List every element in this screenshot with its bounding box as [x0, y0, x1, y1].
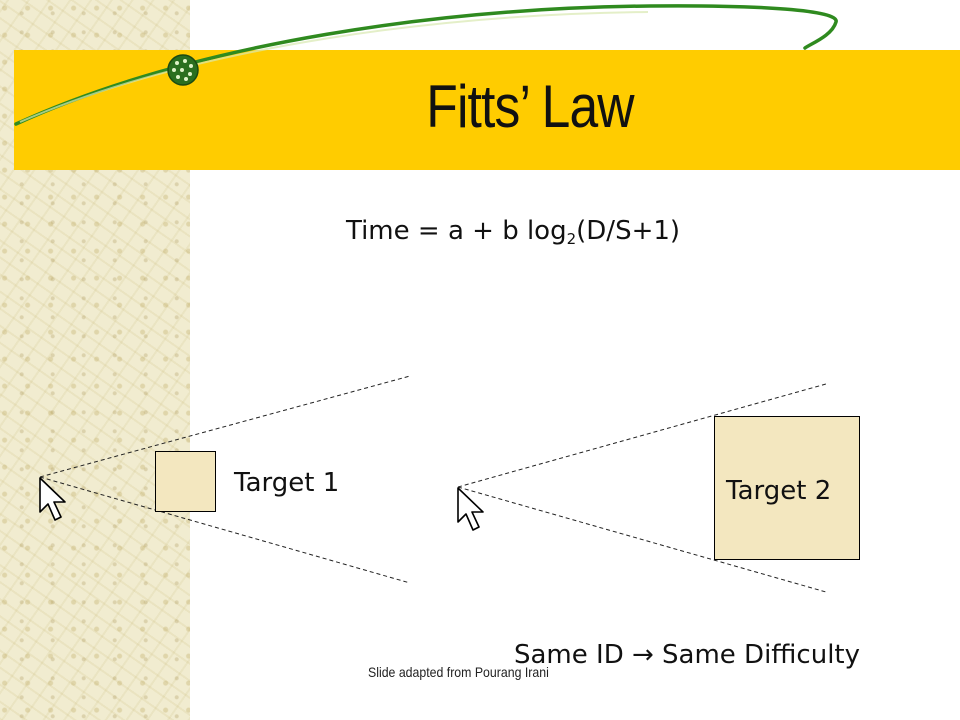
green-dotted-orb-icon: [167, 54, 199, 86]
approach-line-top-2: [457, 383, 827, 488]
target-1-box: [155, 451, 216, 512]
slide-credit: Slide adapted from Pourang Irani: [368, 664, 549, 680]
approach-line-bottom-2: [457, 486, 827, 593]
pointer-cursor-icon: [39, 477, 66, 521]
approach-line-bottom-1: [39, 476, 411, 584]
equation-suffix: (D/S+1): [576, 216, 681, 246]
swoosh-shadow: [19, 11, 649, 123]
slide-title: Fitts’ Law: [426, 73, 634, 140]
pointer-cursor-icon: [457, 487, 484, 531]
conclusion-text: Same ID → Same Difficulty: [514, 640, 861, 670]
approach-line-top-1: [39, 375, 411, 478]
equation-subscript: 2: [566, 230, 577, 248]
equation-prefix: Time = a + b log: [346, 216, 567, 246]
target-1-label: Target 1: [234, 468, 340, 498]
swoosh-arc: [14, 4, 838, 126]
target-2-box: [714, 416, 860, 560]
target-2-label: Target 2: [726, 476, 832, 506]
fitts-equation: Time = a + b log2(D/S+1): [346, 216, 680, 248]
